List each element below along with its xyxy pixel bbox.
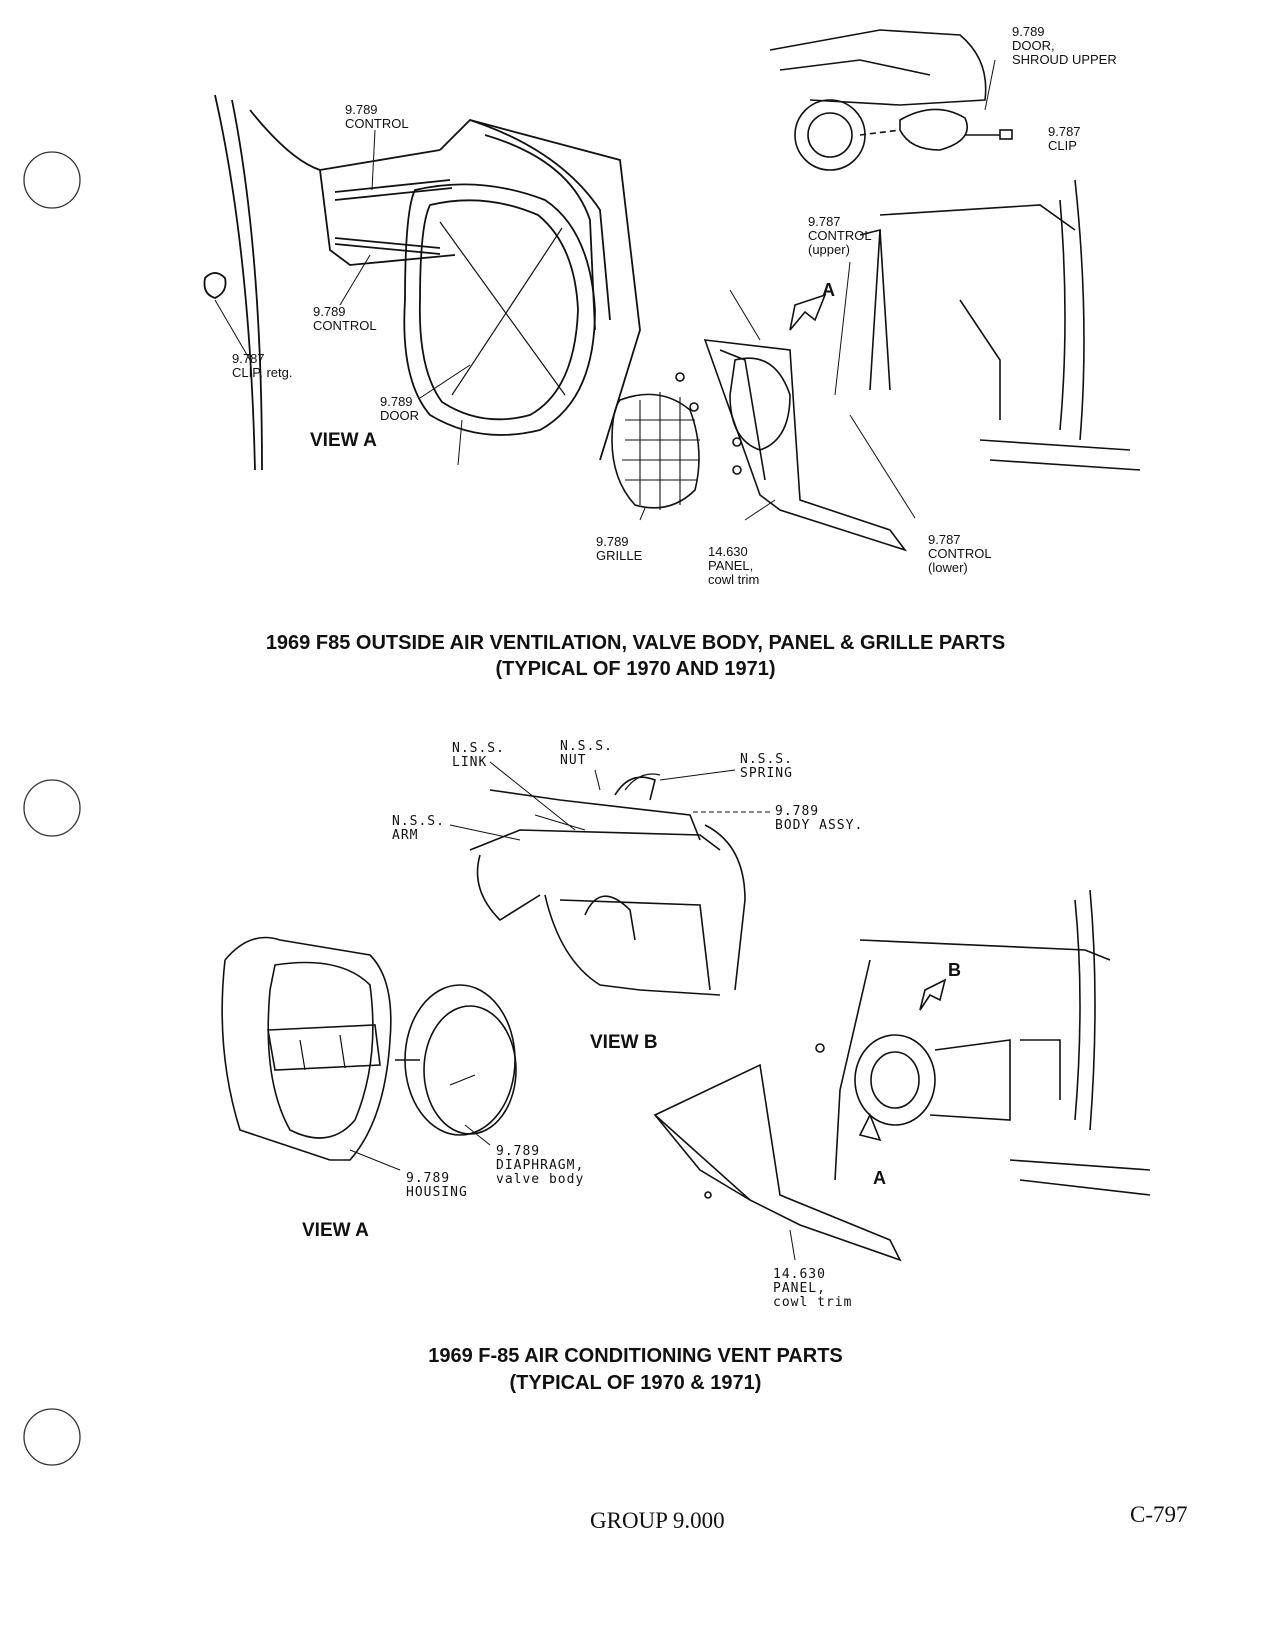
ac-cowl-drawing [653,889,1151,1262]
footer-page-number: C-797 [1130,1502,1188,1527]
label-panel-cowl-trim-top: 14.630 PANEL, cowl trim [708,544,760,587]
label-body-assy: 9.789 BODY ASSY. [775,804,864,833]
label-door-shroud-upper: 9.789 DOOR, SHROUD UPPER [1012,24,1117,67]
marker-a-top: A [822,280,835,300]
caption-ventilation-line2: (TYPICAL OF 1970 AND 1971) [495,658,776,680]
label-diaphragm: 9.789 DIAPHRAGM, valve body [496,1144,585,1187]
view-a-housing-drawing [221,936,517,1171]
label-grille: 9.789 GRILLE [596,534,643,563]
caption-ac-line2: (TYPICAL OF 1970 & 1971) [509,1372,762,1394]
view-b-valve-body-drawing [449,761,770,996]
label-housing: 9.789 HOUSING [406,1171,468,1200]
binder-hole-middle [23,779,81,837]
view-a-label-bottom: VIEW A [302,1220,369,1241]
label-control-mid: 9.789 CONTROL [313,304,377,333]
label-control-lower: 9.787 CONTROL (lower) [928,532,992,575]
label-clip-retg: 9.787 CLIP, retg. [232,351,293,380]
marker-a-bottom: A [873,1168,886,1188]
label-door: 9.789 DOOR [380,394,419,423]
caption-ac-line1: 1969 F-85 AIR CONDITIONING VENT PARTS [428,1345,843,1367]
label-panel-cowl-trim-bottom: 14.630 PANEL, cowl trim [773,1267,853,1310]
cowl-ventilation-drawing [611,29,1141,552]
view-b-label: VIEW B [590,1032,658,1053]
footer-group-number: GROUP 9.000 [590,1508,725,1533]
label-clip: 9.787 CLIP [1048,124,1081,153]
binder-hole-bottom [23,1408,81,1466]
label-arm: N.S.S. ARM [392,814,445,843]
marker-b: B [948,960,961,980]
label-nut: N.S.S. NUT [560,739,613,768]
caption-ventilation-line1: 1969 F85 OUTSIDE AIR VENTILATION, VALVE … [265,632,1006,654]
view-a-label-top: VIEW A [310,430,377,451]
label-control-top: 9.789 CONTROL [345,102,409,131]
label-spring: N.S.S. SPRING [740,752,793,781]
binder-hole-top [23,151,81,209]
label-control-upper: 9.787 CONTROL (upper) [808,214,872,257]
view-a-ventilation-drawing [203,94,641,471]
label-link: N.S.S. LINK [452,741,505,770]
